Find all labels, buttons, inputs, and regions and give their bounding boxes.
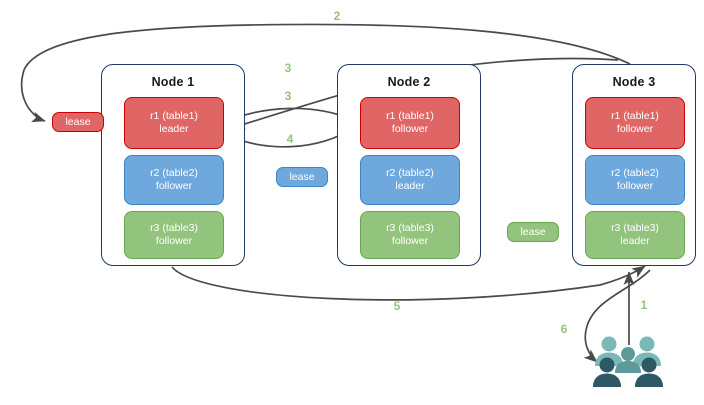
node-title: Node 3 [612,75,656,89]
replica-name: r2 (table2) [611,167,659,179]
replica-chip-n1r2[interactable]: r2 (table2) follower [124,155,224,205]
lease-label: lease [65,116,91,128]
node-container-node1[interactable]: Node 1 r1 (table1) leader r2 (table2) fo… [101,64,245,266]
node-title: Node 2 [387,75,431,89]
replica-chip-n2r3[interactable]: r3 (table3) follower [360,211,460,259]
replica-name: r3 (table3) [611,222,659,234]
replica-chip-n3r3[interactable]: r3 (table3) leader [585,211,685,259]
replica-name: r1 (table1) [386,110,434,122]
replica-chip-n3r1[interactable]: r1 (table1) follower [585,97,685,149]
replica-chip-n1r3[interactable]: r3 (table3) follower [124,211,224,259]
step-label-3a: 3 [284,61,292,75]
step-label-6: 6 [560,322,568,336]
step-label-1: 1 [640,298,648,312]
replica-role: follower [616,123,654,135]
users-middle [615,347,641,373]
users-group-icon [593,336,663,387]
replica-name: r2 (table2) [150,167,198,179]
replica-role: follower [155,235,193,247]
users-front-row [593,357,663,387]
node-title: Node 1 [151,75,195,89]
replica-name: r3 (table3) [150,222,198,234]
lease-chip-red[interactable]: lease [52,112,104,132]
lease-chip-blue[interactable]: lease [276,167,328,187]
lease-label: lease [520,226,546,238]
step-label-4: 4 [286,132,294,146]
replica-role: follower [616,180,654,192]
node-container-node2[interactable]: Node 2 r1 (table1) follower r2 (table2) … [337,64,481,266]
step-label-3b: 3 [284,89,292,103]
replica-name: r1 (table1) [611,110,659,122]
replica-chip-n3r2[interactable]: r2 (table2) follower [585,155,685,205]
replica-role: follower [391,123,429,135]
replica-role: leader [159,123,189,135]
replica-chip-n1r1[interactable]: r1 (table1) leader [124,97,224,149]
replica-role: leader [395,180,425,192]
replica-role: follower [391,235,429,247]
step-label-2: 2 [333,9,341,23]
arrow-step-5 [171,265,646,301]
replica-name: r1 (table1) [150,110,198,122]
node-container-node3[interactable]: Node 3 r1 (table1) follower r2 (table2) … [572,64,696,266]
replica-chip-n2r1[interactable]: r1 (table1) follower [360,97,460,149]
replica-name: r2 (table2) [386,167,434,179]
replica-chip-n2r2[interactable]: r2 (table2) leader [360,155,460,205]
replica-name: r3 (table3) [386,222,434,234]
lease-chip-green[interactable]: lease [507,222,559,242]
replica-role: leader [620,235,650,247]
lease-label: lease [289,171,315,183]
replica-role: follower [155,180,193,192]
step-label-5: 5 [393,299,401,313]
